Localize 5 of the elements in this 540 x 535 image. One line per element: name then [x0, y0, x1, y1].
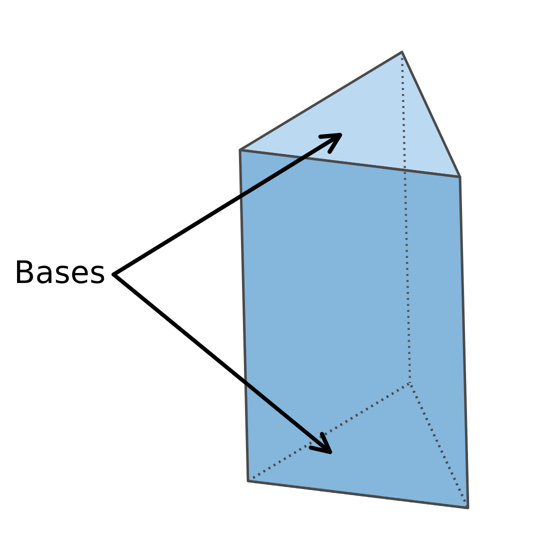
base-face — [238, 50, 462, 178]
leader-arrow — [112, 272, 332, 454]
base-face — [246, 382, 470, 510]
leader-arrow — [112, 132, 342, 276]
bases-label: Bases — [14, 258, 106, 289]
